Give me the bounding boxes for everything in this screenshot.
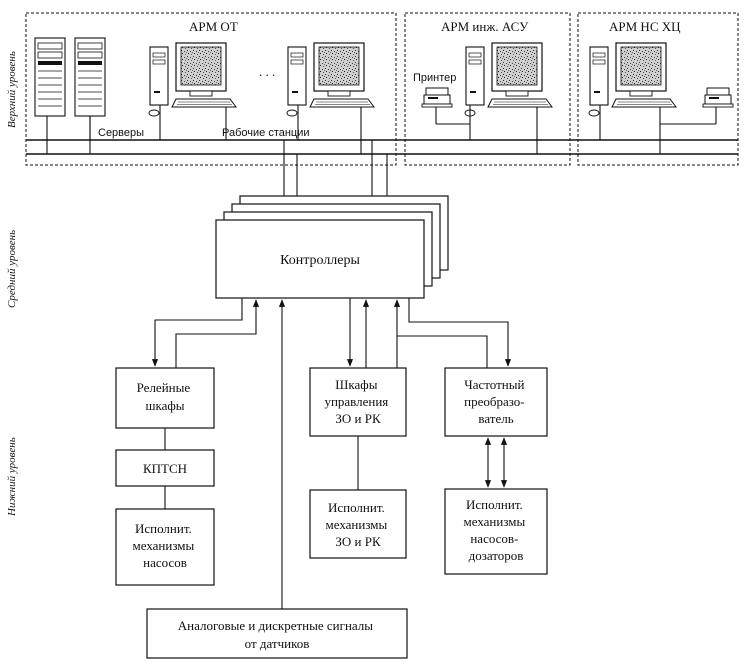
control-cabinets-box: [309, 367, 407, 437]
relay-cabinets-box: [115, 367, 215, 429]
sensor-signals-label: Аналоговые и дискретные сигналы от датчи…: [178, 618, 377, 651]
printer-icon: [702, 87, 734, 108]
frequency-converter-label: Частотный преобразо- ватель: [464, 377, 528, 426]
server-icon: [34, 37, 66, 117]
controllers-label: Контроллеры: [280, 253, 360, 268]
pump-actuators-label: Исполнит. механизмы насосов: [133, 521, 198, 570]
workstation-icon: [148, 42, 237, 117]
kptsn-box: [115, 449, 215, 487]
device-connections: [46, 105, 717, 154]
controllers-box: [215, 219, 425, 299]
group-frame-arm-asu: [404, 12, 571, 166]
group-title-arm-ot: АРМ ОТ: [189, 19, 238, 34]
sensor-signals-box: [146, 608, 408, 659]
group-title-arm-ns: АРМ НС ХЦ: [609, 19, 681, 34]
dosing-pump-actuators-label: Исполнит. механизмы насосов- дозаторов: [464, 497, 529, 563]
workstation-icon: [464, 42, 553, 117]
zo-rk-actuators-label: Исполнит. механизмы ЗО и РК: [326, 500, 391, 549]
level-label-upper: Верхний уровень: [6, 51, 18, 128]
controller-connections: [151, 298, 512, 609]
workstations-label: Рабочие станции: [222, 127, 310, 139]
workstation-icon: [588, 42, 677, 117]
control-cabinets-label: Шкафы управления ЗО и РК: [324, 377, 391, 426]
level-label-lower: Нижний уровень: [6, 437, 18, 517]
printer-label: Принтер: [413, 72, 456, 84]
frequency-converter-box: [444, 367, 548, 437]
ellipsis-label: . . .: [259, 64, 275, 79]
server-icon: [74, 37, 106, 117]
group-frame-arm-ns: [577, 12, 739, 166]
group-frame-arm-ot: [25, 12, 397, 166]
workstation-icon: [286, 42, 375, 117]
dosing-pump-actuators-box: [444, 488, 548, 575]
level-label-middle: Средний уровень: [6, 230, 18, 308]
zo-rk-actuators-box: [309, 489, 407, 559]
relay-cabinets-label: Релейные шкафы: [137, 380, 194, 413]
pump-actuators-box: [115, 508, 215, 586]
printer-icon: [421, 87, 453, 108]
group-title-arm-asu: АРМ инж. АСУ: [441, 19, 529, 34]
kptsn-label: КПТСН: [143, 461, 187, 476]
servers-label: Серверы: [98, 127, 144, 139]
